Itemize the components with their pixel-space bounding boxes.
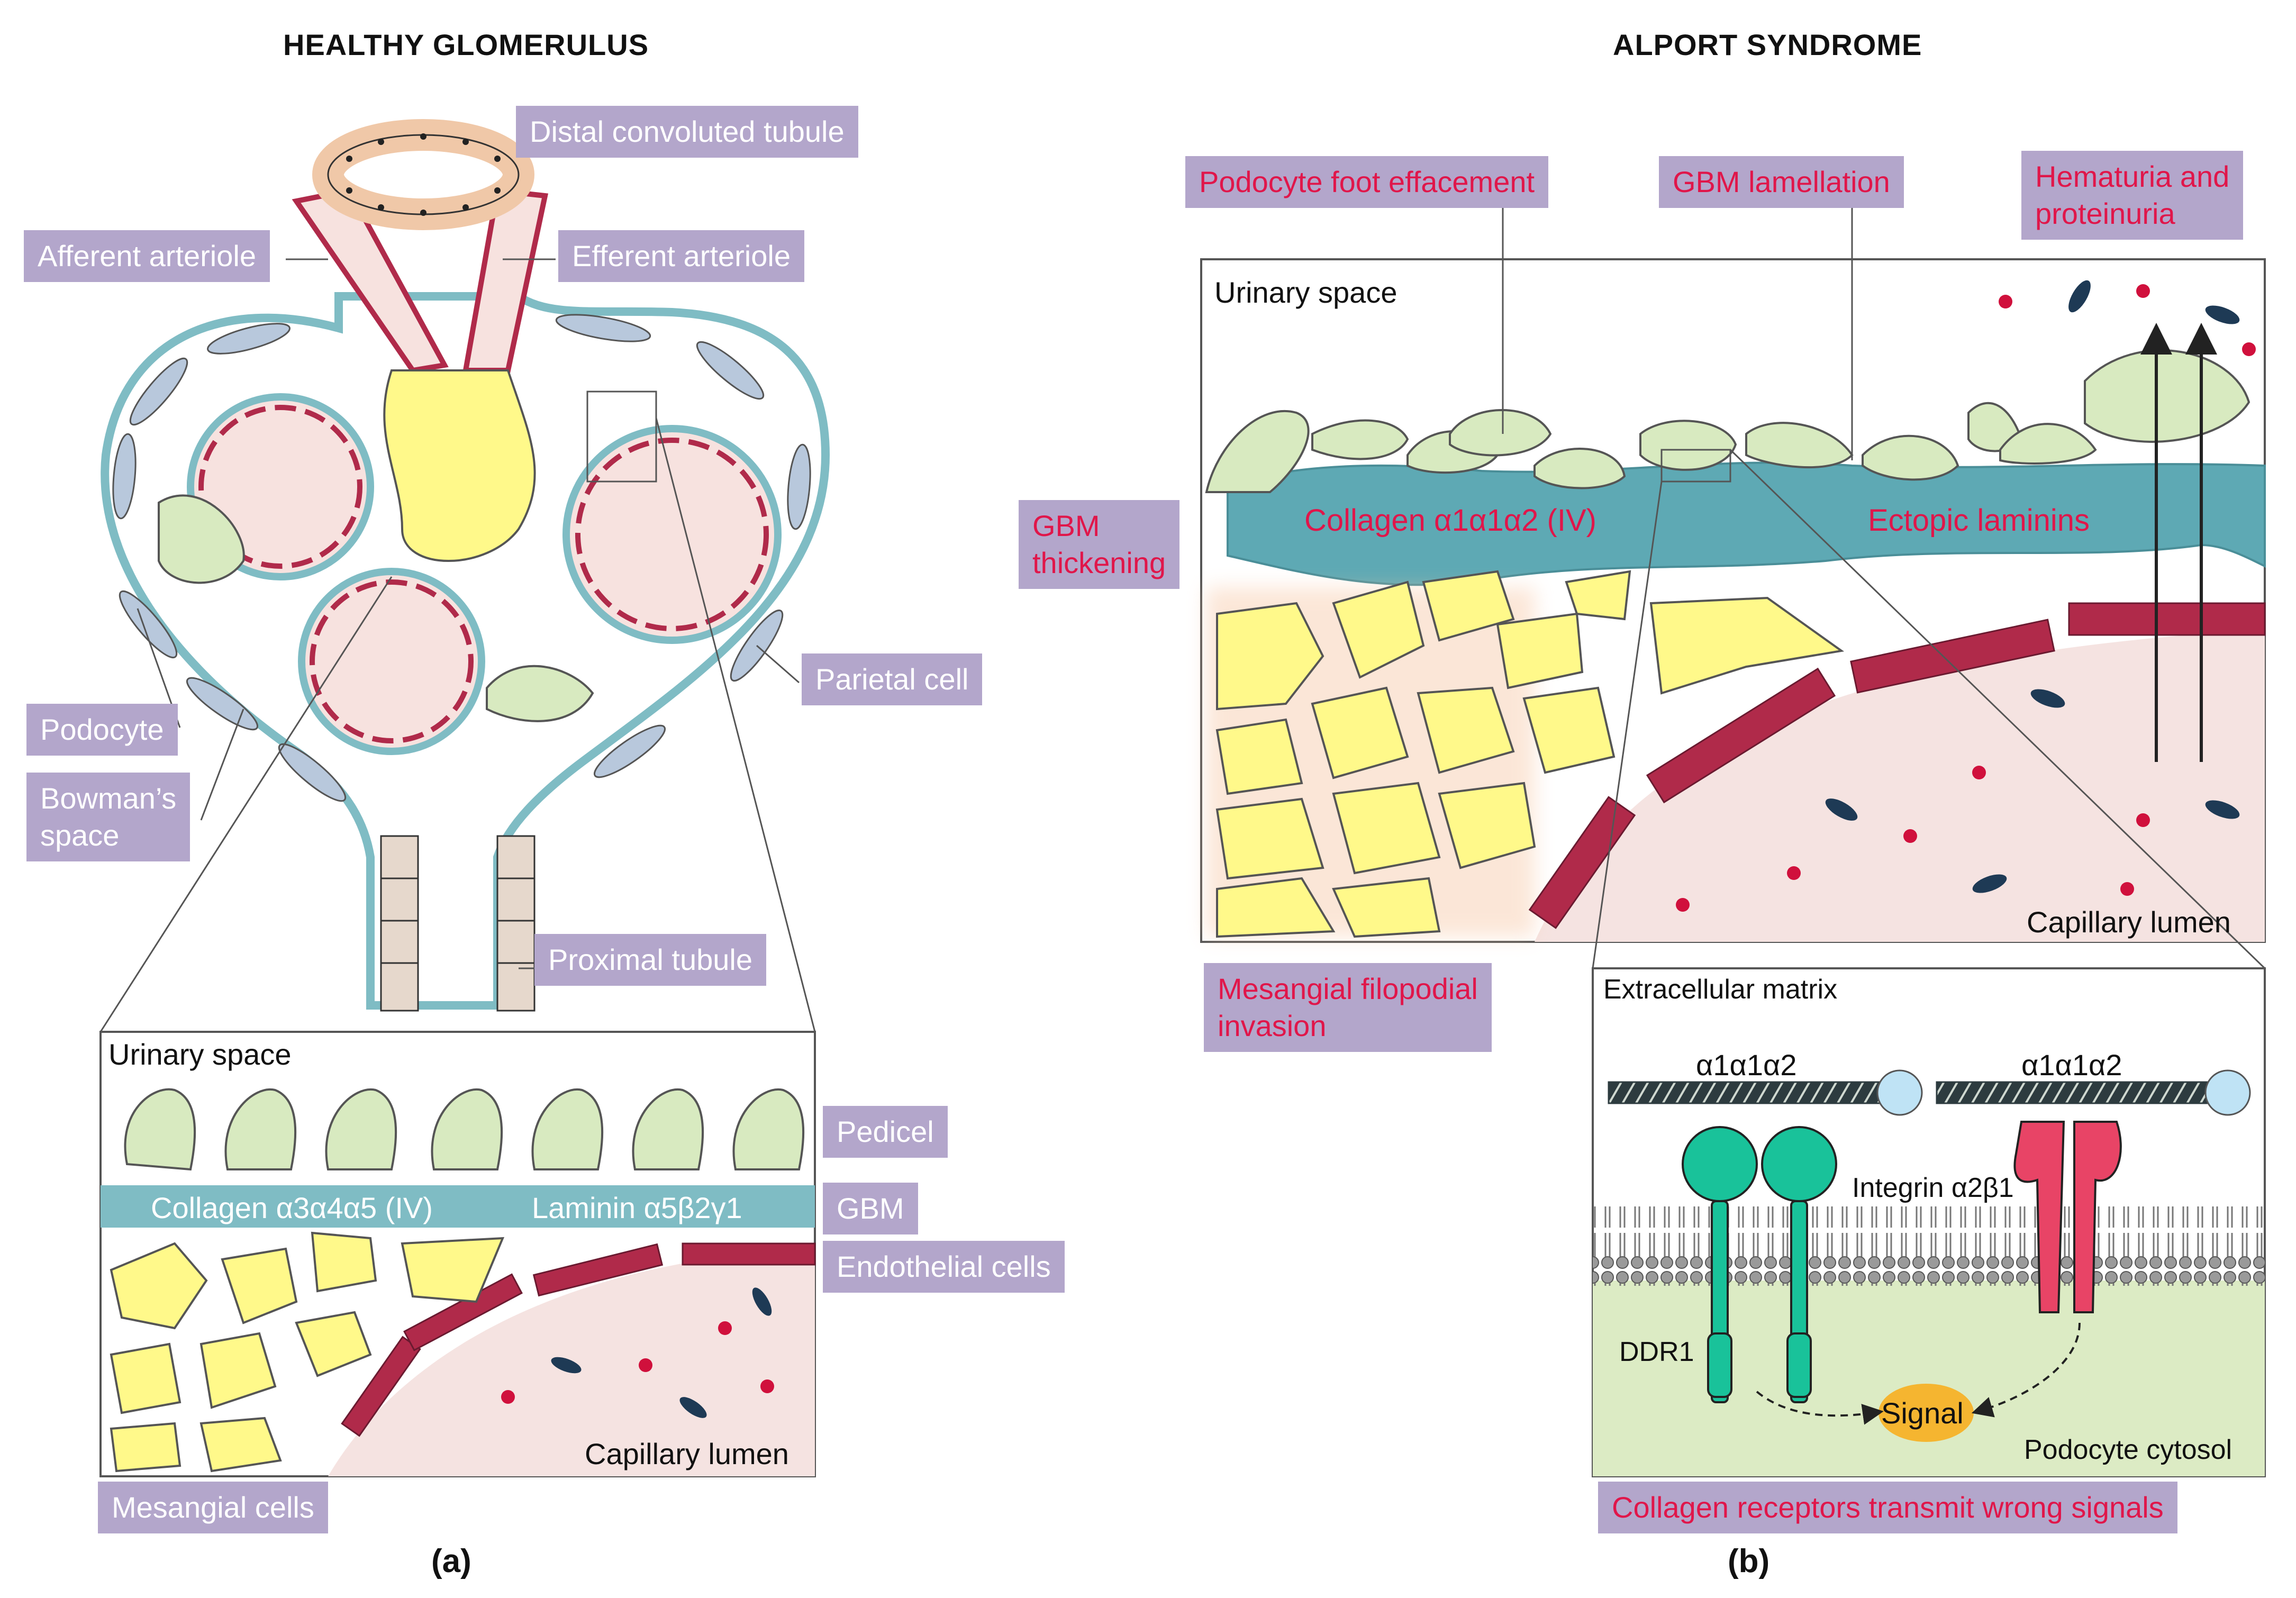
label-collagen-receptors: Collagen receptors transmit wrong signal…: [1598, 1482, 2177, 1533]
inset-a-collagen: Collagen α3α4α5 (IV): [151, 1191, 433, 1224]
label-bowmans-space: Bowman’s space: [26, 773, 190, 861]
signaling-ecm: Extracellular matrix: [1603, 974, 1838, 1005]
signaling-ddr1: DDR1: [1619, 1337, 1694, 1367]
scene-b-ectopic-laminins: Ectopic laminins: [1868, 503, 2090, 538]
scene-b-urinary-space: Urinary space: [1214, 276, 1397, 309]
alport-scene-drawing: [1200, 206, 2266, 969]
label-gbm: GBM: [823, 1183, 918, 1234]
glomerulus-drawing: [99, 119, 830, 1032]
signaling-inset-drawing: [1592, 967, 2266, 1477]
label-filopodial-line-2: invasion: [1218, 1009, 1327, 1042]
label-gbm-lamellation: GBM lamellation: [1659, 156, 1904, 208]
signaling-signal: Signal: [1881, 1396, 1964, 1430]
label-parietal-cell: Parietal cell: [802, 653, 983, 705]
label-afferent-arteriole: Afferent arteriole: [24, 230, 270, 282]
panel-b-letter: (b): [1728, 1543, 1770, 1579]
label-distal-tubule: Distal convoluted tubule: [516, 106, 858, 158]
label-mesangial-filopodial-invasion: Mesangial filopodial invasion: [1204, 963, 1492, 1052]
label-podocyte: Podocyte: [26, 704, 178, 756]
label-hematuria-proteinuria: Hematuria and proteinuria: [2021, 151, 2244, 240]
inset-a-laminin: Laminin α5β2γ1: [532, 1191, 742, 1224]
label-endothelial-cells: Endothelial cells: [823, 1241, 1065, 1293]
inset-a-capillary-lumen: Capillary lumen: [585, 1437, 789, 1470]
signaling-podocyte-cytosol: Podocyte cytosol: [2024, 1434, 2233, 1465]
label-podocyte-foot-effacement: Podocyte foot effacement: [1185, 156, 1549, 208]
label-efferent-arteriole: Efferent arteriole: [558, 230, 804, 282]
healthy-inset-drawing: [99, 1031, 816, 1477]
signaling-chain-right: α1α1α2: [2021, 1048, 2122, 1082]
inset-a-urinary-space: Urinary space: [108, 1038, 292, 1071]
label-thickening-line-1: GBM: [1032, 509, 1100, 542]
signaling-integrin: Integrin α2β1: [1852, 1173, 2014, 1203]
label-hematuria-line-1: Hematuria and: [2035, 160, 2230, 193]
panel-a-title: HEALTHY GLOMERULUS: [283, 28, 649, 61]
label-filopodial-line-1: Mesangial filopodial: [1218, 972, 1478, 1005]
label-bowmans-line-2: space: [40, 819, 120, 852]
label-bowmans-line-1: Bowman’s: [40, 782, 177, 815]
label-gbm-thickening: GBM thickening: [1019, 500, 1180, 589]
scene-b-capillary-lumen: Capillary lumen: [2027, 905, 2231, 939]
scene-b-collagen: Collagen α1α1α2 (IV): [1304, 503, 1596, 538]
label-thickening-line-2: thickening: [1032, 546, 1166, 579]
label-mesangial-cells: Mesangial cells: [98, 1482, 328, 1533]
label-pedicel: Pedicel: [823, 1106, 948, 1158]
panel-b-title: ALPORT SYNDROME: [1613, 28, 1922, 61]
label-hematuria-line-2: proteinuria: [2035, 197, 2175, 230]
signaling-chain-left: α1α1α2: [1696, 1048, 1797, 1082]
panel-a-letter: (a): [431, 1543, 471, 1579]
label-proximal-tubule: Proximal tubule: [534, 934, 766, 986]
